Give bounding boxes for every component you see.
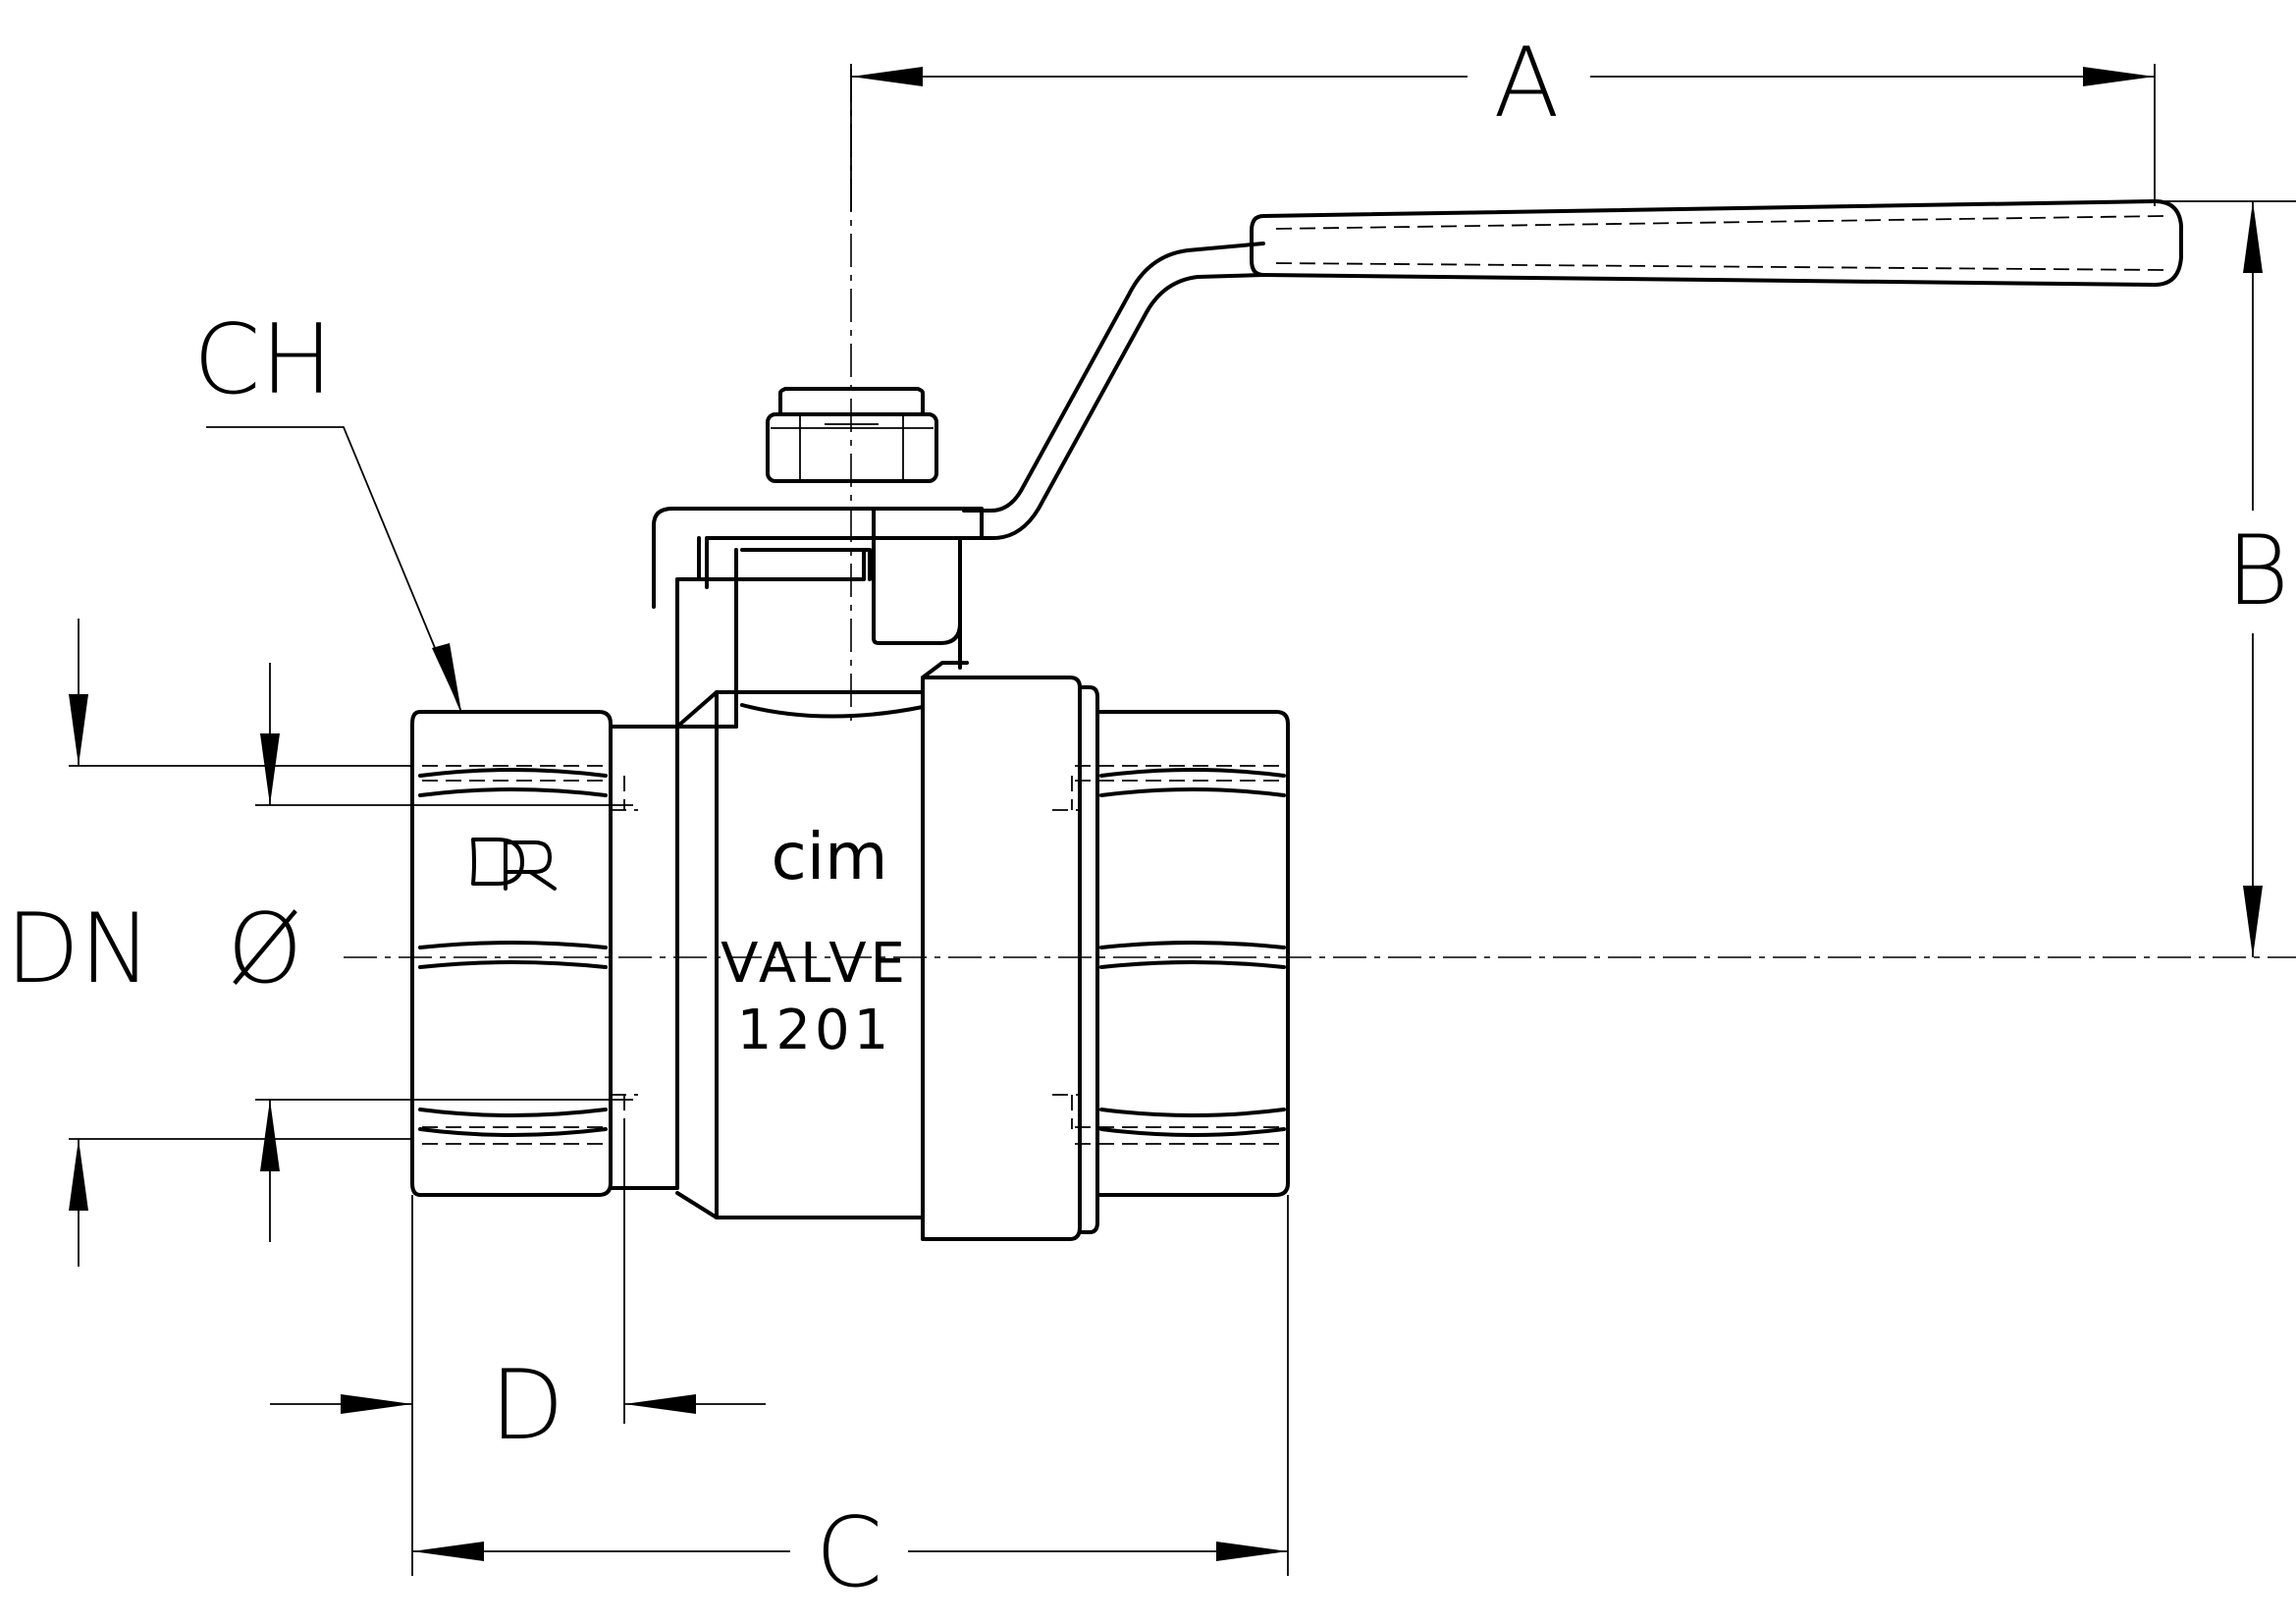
dimension-arrow (2243, 886, 2263, 957)
dimension-c (412, 1195, 1289, 1576)
dimension-arrow (1216, 1542, 1288, 1561)
dimension-arrow (624, 1394, 696, 1414)
label-b: B (2226, 515, 2289, 627)
label-ch: CH (193, 304, 333, 416)
dimension-d (270, 1129, 766, 1576)
right-hex-end (1052, 710, 1290, 1197)
dimension-arrow (341, 1394, 412, 1414)
label-c: C (816, 1497, 882, 1609)
brand-engraving: cim (772, 819, 888, 894)
dimension-arrow (2083, 67, 2155, 86)
dimension-arrow (69, 694, 88, 766)
label-diameter: Ø (227, 893, 302, 1005)
dimension-arrow (2243, 201, 2263, 273)
dimension-arrow (851, 67, 923, 86)
valve-body (675, 661, 1099, 1241)
stop-plate (652, 507, 984, 729)
dimension-a (850, 64, 2156, 211)
model-engraving: 1201 (737, 999, 893, 1062)
dimension-ch (206, 426, 462, 713)
cr-logo-mark (471, 838, 557, 891)
dimension-arrow (69, 1139, 88, 1211)
stem-nut (766, 387, 938, 483)
label-a: A (1493, 27, 1559, 139)
label-d: D (490, 1350, 563, 1462)
left-hex-end (410, 710, 613, 1197)
label-dn: DN (6, 893, 152, 1005)
dimension-arrow (260, 733, 280, 805)
dimension-b (2164, 200, 2296, 957)
dimension-diameter (255, 663, 633, 1242)
dimension-arrow (432, 643, 461, 712)
lever-handle (960, 199, 2183, 540)
dimension-arrow (260, 1100, 280, 1171)
dimension-dn (69, 619, 412, 1267)
dimension-arrow (412, 1542, 484, 1561)
valve-engraving: VALVE (721, 932, 909, 996)
